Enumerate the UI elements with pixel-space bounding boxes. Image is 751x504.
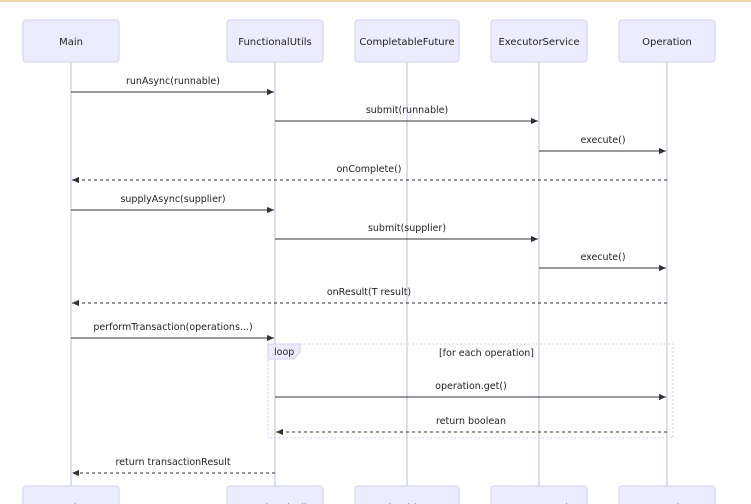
- participant-box: [354, 485, 460, 504]
- lifelines: [70, 62, 668, 486]
- message-label-6: submit(supplier): [368, 223, 446, 234]
- participant-operation-bottom: Operation: [618, 485, 716, 504]
- message-label-4: onComplete(): [336, 164, 401, 175]
- message-label-2: submit(runnable): [366, 105, 448, 116]
- loop-block: loop [for each operation]: [267, 343, 674, 439]
- participant-main-bottom: Main: [22, 485, 120, 504]
- participant-operation-top: Operation: [618, 19, 716, 63]
- participant-functionalutils-top: FunctionalUtils: [226, 19, 324, 63]
- participants: MainMainFunctionalUtilsFunctionalUtilsCo…: [22, 19, 716, 504]
- message-label-5: supplyAsync(supplier): [120, 194, 225, 205]
- participant-box: [22, 485, 120, 504]
- loop-condition: [for each operation]: [439, 348, 534, 359]
- message-label-11: return boolean: [436, 416, 506, 427]
- participant-box: [618, 485, 716, 504]
- participant-executorservice-bottom: ExecutorService: [490, 485, 588, 504]
- participant-box: [490, 19, 588, 63]
- loop-tab: [267, 343, 301, 360]
- messages: runAsync(runnable) submit(runnable) execut…: [71, 76, 667, 477]
- message-label-10: operation.get(): [435, 381, 507, 392]
- participant-box: [22, 19, 120, 63]
- message-label-1: runAsync(runnable): [126, 76, 220, 87]
- participant-functionalutils-bottom: FunctionalUtils: [226, 485, 324, 504]
- participant-box: [490, 485, 588, 504]
- participant-box: [226, 19, 324, 63]
- participant-box: [226, 485, 324, 504]
- participant-box: [354, 19, 460, 63]
- participant-label: ExecutorService: [498, 37, 579, 48]
- loop-keyword: loop: [274, 347, 294, 358]
- participant-box: [618, 19, 716, 63]
- participant-label: CompletableFuture: [359, 37, 454, 48]
- participant-completablefuture-top: CompletableFuture: [354, 19, 460, 63]
- message-label-3: execute(): [580, 135, 625, 146]
- loop-frame: [267, 343, 674, 439]
- message-label-12: return transactionResult: [115, 457, 230, 468]
- participant-executorservice-top: ExecutorService: [490, 19, 588, 63]
- participant-main-top: Main: [22, 19, 120, 63]
- message-label-7: execute(): [580, 252, 625, 263]
- participant-label: Operation: [642, 37, 692, 48]
- message-label-9: performTransaction(operations...): [93, 322, 252, 333]
- top-border: [0, 0, 751, 2]
- message-label-8: onResult(T result): [327, 287, 411, 298]
- participant-label: FunctionalUtils: [238, 37, 311, 48]
- participant-completablefuture-bottom: CompletableFuture: [354, 485, 460, 504]
- participant-label: Main: [59, 37, 83, 48]
